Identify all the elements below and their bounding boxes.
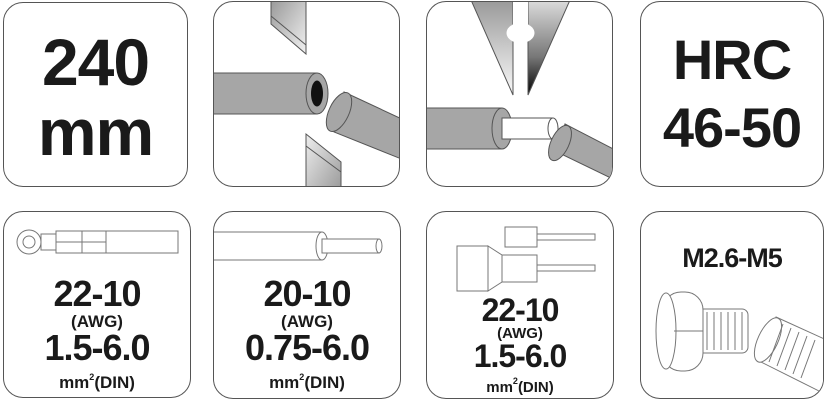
din-range: 1.5-6.0 <box>44 327 150 368</box>
din-unit-label: mm2(DIN) <box>214 368 400 392</box>
din-range: 0.75-6.0 <box>244 327 370 368</box>
din-unit: mm <box>59 373 90 392</box>
bolt-cutter-icon <box>655 291 823 394</box>
stripping-panel <box>426 1 613 187</box>
hardness-value: 46-50 <box>662 96 802 159</box>
length-unit: mm <box>37 95 154 169</box>
awg-range: 20-10 <box>263 273 351 314</box>
din-unit: mm <box>269 373 300 392</box>
din-unit-sup: 2 <box>299 372 305 382</box>
ferrule-panel: 22-10 (AWG) 1.5-6.0 mm2(DIN) <box>426 211 614 399</box>
length-value: 240 <box>41 25 150 99</box>
wire-stripping-icon <box>427 2 612 180</box>
awg-label: (AWG) <box>281 312 333 331</box>
hardness-label: HRC <box>672 28 792 91</box>
wire-panel: 20-10 (AWG) 0.75-6.0 mm2(DIN) <box>213 211 401 399</box>
ring-terminal-panel: 22-10 (AWG) 1.5-6.0 mm2(DIN) <box>3 211 191 398</box>
din-unit: mm <box>486 379 513 396</box>
hardness-panel: HRC 46-50 <box>640 1 824 187</box>
awg-range: 22-10 <box>53 273 141 314</box>
stripped-wire-icon <box>214 231 383 261</box>
din-label: (DIN) <box>94 373 135 392</box>
din-unit-label: mm2(DIN) <box>427 372 613 397</box>
awg-label: (AWG) <box>497 325 543 342</box>
cutting-panel <box>213 1 400 187</box>
awg-label: (AWG) <box>71 312 123 331</box>
length-panel: 240 mm <box>3 2 188 187</box>
wire-cutting-icon <box>214 2 399 186</box>
awg-range: 22-10 <box>481 292 560 328</box>
bolt-panel: M2.6-M5 <box>640 211 824 399</box>
bolt-range: M2.6-M5 <box>682 243 783 273</box>
wire-ferrule-icon <box>456 226 596 292</box>
din-range: 1.5-6.0 <box>473 338 568 374</box>
insulated-terminal-icon <box>16 229 179 255</box>
din-label: (DIN) <box>304 373 345 392</box>
din-label: (DIN) <box>517 379 554 396</box>
din-unit-sup: 2 <box>89 372 95 382</box>
din-unit-sup: 2 <box>512 376 518 386</box>
din-unit-label: mm2(DIN) <box>4 368 190 392</box>
